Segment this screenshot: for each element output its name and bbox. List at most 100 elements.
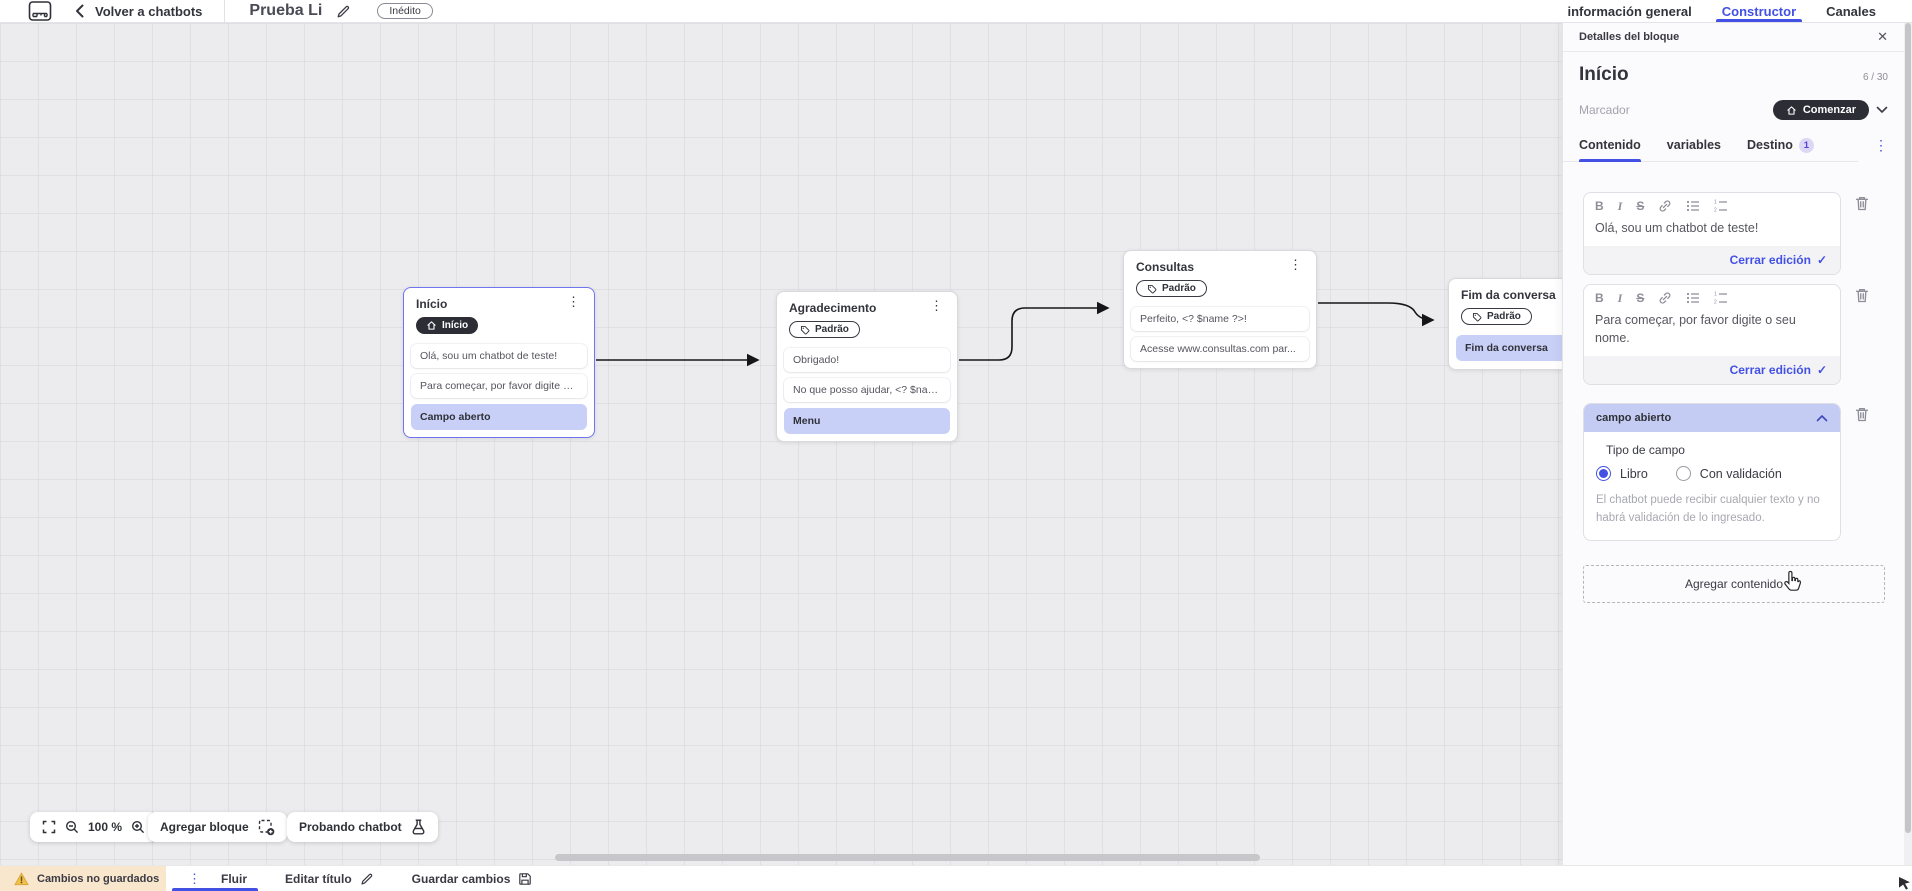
marker-label: Marcador (1579, 103, 1630, 117)
radio-label: Con validación (1699, 466, 1782, 481)
bullet-list-icon[interactable] (1686, 291, 1700, 305)
tag-icon (1472, 312, 1482, 321)
strikethrough-icon[interactable]: S (1636, 291, 1645, 306)
tab-destino[interactable]: Destino 1 (1747, 128, 1814, 162)
tab-variables[interactable]: variables (1666, 138, 1722, 152)
add-block-label: Agregar bloque (160, 820, 249, 834)
flow-canvas[interactable]: Início ⋮ Início Olá, sou um chatbot de t… (0, 23, 1562, 865)
flow-block-fim-da-conversa[interactable]: Fim da conversa Padrão Fim da conversa (1448, 278, 1562, 370)
svg-text:1: 1 (1714, 200, 1717, 206)
panel-scrollbar-thumb[interactable] (1905, 23, 1911, 833)
block-message-row[interactable]: Acesse www.consultas.com par... (1131, 336, 1309, 361)
top-tabs: información general Constructor Canales (1567, 0, 1876, 22)
block-menu-icon[interactable]: ⋮ (930, 298, 943, 313)
bold-icon[interactable]: B (1595, 291, 1604, 306)
message-text-input[interactable]: Olá, sou um chatbot de teste! (1595, 221, 1759, 235)
tab-fluir[interactable]: Fluir (221, 871, 247, 886)
trash-icon[interactable] (1854, 195, 1870, 212)
tab-canales[interactable]: Canales (1826, 3, 1876, 19)
active-tab-underline (172, 888, 258, 891)
trash-icon[interactable] (1854, 287, 1870, 304)
strikethrough-icon[interactable]: S (1636, 199, 1645, 213)
block-title: Agradecimento (789, 301, 877, 315)
block-name-input[interactable]: Início (1579, 64, 1629, 85)
block-open-field-row[interactable]: Campo aberto (411, 404, 587, 430)
radio-label: Libro (1620, 466, 1648, 481)
marker-value-pill[interactable]: Comenzar (1772, 100, 1869, 120)
svg-text:1: 1 (1714, 292, 1717, 298)
marker-value: Comenzar (1802, 104, 1856, 116)
flow-block-inicio[interactable]: Início ⋮ Início Olá, sou um chatbot de t… (403, 287, 595, 438)
field-type-label: Tipo de campo (1606, 443, 1685, 458)
flask-icon (412, 819, 425, 835)
pill-label: Padrão (1487, 311, 1521, 322)
block-message-row[interactable]: Obrigado! (784, 347, 950, 372)
radio-option-con-validacion[interactable]: Con validación (1675, 466, 1782, 482)
test-chatbot-button[interactable]: Probando chatbot (287, 812, 438, 842)
tab-informacion-general[interactable]: información general (1567, 3, 1692, 19)
pill-label: Padrão (815, 324, 849, 335)
block-message-row[interactable]: Perfeito, <? $name ?>! (1131, 306, 1309, 331)
panel-scrollbar-track[interactable] (1904, 23, 1912, 865)
trash-icon[interactable] (1854, 406, 1870, 423)
test-chatbot-label: Probando chatbot (299, 820, 402, 834)
edit-title-button[interactable]: Editar título (285, 872, 374, 886)
add-block-icon (258, 819, 274, 835)
panel-header: Detalles del bloque ✕ (1563, 23, 1904, 52)
block-marker-pill: Padrão (1461, 308, 1532, 325)
close-icon[interactable]: ✕ (1877, 29, 1888, 44)
open-field-header[interactable]: campo abierto (1584, 404, 1840, 433)
radio-option-libro[interactable]: Libro (1596, 466, 1648, 482)
back-to-chatbots[interactable]: Volver a chatbots (74, 4, 202, 19)
pencil-icon (361, 873, 372, 885)
bold-icon[interactable]: B (1595, 199, 1604, 213)
message-text-input[interactable]: Para começar, por favor digite o seu nom… (1595, 313, 1796, 346)
block-end-row[interactable]: Fim da conversa (1456, 334, 1562, 361)
zoom-in-icon[interactable] (131, 820, 145, 834)
block-menu-row[interactable]: Menu (784, 407, 950, 434)
add-block-button[interactable]: Agregar bloque (148, 812, 287, 842)
field-help-text: El chatbot puede recibir cualquier texto… (1596, 494, 1820, 524)
header-divider (224, 0, 226, 23)
flow-block-consultas[interactable]: Consultas ⋮ Padrão Perfeito, <? $name ?>… (1123, 250, 1317, 369)
flow-menu-icon[interactable]: ⋮ (188, 870, 201, 886)
pill-label: Início (442, 320, 469, 331)
chevron-left-icon (76, 4, 84, 18)
zoom-out-icon[interactable] (65, 820, 79, 834)
chevron-down-icon[interactable] (1876, 106, 1888, 114)
italic-icon[interactable]: I (1617, 199, 1623, 213)
unsaved-changes-label: Cambios no guardados (37, 872, 160, 885)
save-changes-button[interactable]: Guardar cambios (412, 872, 533, 886)
radio-unselected[interactable] (1675, 466, 1691, 482)
add-content-button[interactable]: Agregar contenido (1583, 564, 1885, 603)
block-menu-icon[interactable]: ⋮ (1289, 257, 1302, 272)
italic-icon[interactable]: I (1617, 291, 1623, 306)
block-marker-pill: Padrão (789, 321, 860, 338)
tag-icon (1147, 284, 1157, 293)
block-message-row[interactable]: Para começar, por favor digite o ... (411, 374, 587, 398)
block-title: Fim da conversa (1461, 288, 1556, 302)
block-title: Início (416, 297, 448, 311)
close-edit-link[interactable]: Cerrar edición (1729, 363, 1811, 378)
bullet-list-icon[interactable] (1686, 199, 1700, 213)
block-message-row[interactable]: Olá, sou um chatbot de teste! (411, 344, 587, 368)
panel-menu-icon[interactable]: ⋮ (1874, 136, 1888, 153)
tag-icon (800, 325, 810, 334)
close-edit-link[interactable]: Cerrar edición (1729, 253, 1811, 268)
fullscreen-icon[interactable] (42, 820, 56, 834)
link-icon[interactable] (1658, 291, 1672, 305)
zoom-level: 100 % (88, 820, 123, 834)
block-message-row[interactable]: No que posso ajudar, <? $name ... (784, 377, 950, 402)
radio-selected[interactable] (1596, 466, 1611, 482)
tab-contenido[interactable]: Contenido (1579, 128, 1641, 162)
tab-constructor[interactable]: Constructor (1715, 0, 1803, 22)
flow-block-agradecimento[interactable]: Agradecimento ⋮ Padrão Obrigado! No que … (776, 291, 958, 442)
block-menu-icon[interactable]: ⋮ (567, 294, 580, 309)
edit-title-icon[interactable] (336, 4, 351, 19)
link-icon[interactable] (1658, 199, 1672, 213)
canvas-horizontal-scrollbar[interactable] (555, 854, 1260, 861)
block-marker-pill: Início (416, 317, 479, 334)
